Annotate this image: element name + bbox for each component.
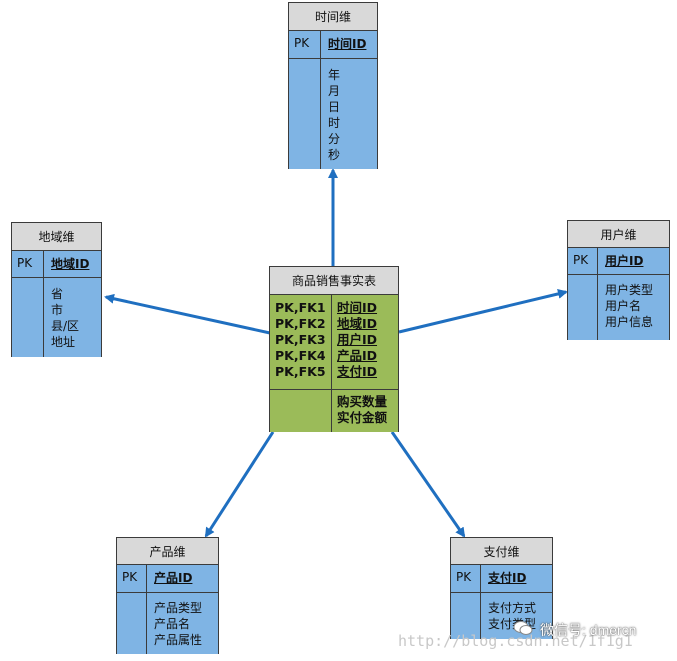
- product-attr: 产品属性: [154, 633, 203, 647]
- arrow-to-product-dim: [204, 431, 275, 538]
- fact-key-label: PK,FK4: [275, 348, 326, 363]
- region-attr: 市: [51, 303, 64, 317]
- fact-measure: 购买数量: [337, 394, 388, 409]
- fact-key-name: 地域ID: [337, 316, 378, 331]
- product-dimension-table: 产品维 PK 产品ID 产品类型 产品名 产品属性: [116, 537, 219, 654]
- fact-key-name: 用户ID: [337, 332, 378, 347]
- region-attr-row: 省 市 县/区 地址: [12, 278, 101, 357]
- user-pk-name: 用户ID: [605, 254, 644, 268]
- user-attr: 用户名: [605, 299, 642, 313]
- time-attr: 时: [328, 116, 341, 130]
- fact-key-label: PK,FK2: [275, 316, 326, 331]
- product-attr-row: 产品类型 产品名 产品属性: [117, 593, 218, 654]
- fact-measure-list: 购买数量 实付金额: [332, 390, 387, 432]
- user-pk-row: PK 用户ID: [568, 248, 669, 275]
- payment-attr-row: 支付方式 支付类型: [451, 593, 552, 639]
- payment-dimension-table: 支付维 PK 支付ID 支付方式 支付类型: [450, 537, 553, 639]
- time-attr: 月: [328, 84, 341, 98]
- user-attr: 用户类型: [605, 283, 654, 297]
- payment-attr: 支付方式: [488, 601, 537, 615]
- fact-measure: 实付金额: [337, 410, 388, 425]
- region-attr: 省: [51, 287, 64, 301]
- user-dimension-table: 用户维 PK 用户ID 用户类型 用户名 用户信息: [567, 220, 670, 340]
- region-pk-row: PK 地域ID: [12, 251, 101, 278]
- region-attr: 地址: [51, 335, 76, 349]
- user-attr-row: 用户类型 用户名 用户信息: [568, 275, 669, 340]
- fact-key-name: 时间ID: [337, 300, 378, 315]
- time-attr: 日: [328, 100, 341, 114]
- user-attr: 用户信息: [605, 315, 654, 329]
- region-pk-name: 地域ID: [51, 257, 90, 271]
- time-dimension-title: 时间维: [289, 3, 377, 31]
- fact-keys-row: PK,FK1 PK,FK2 PK,FK3 PK,FK4 PK,FK5 时间ID …: [270, 295, 398, 390]
- time-pk-label: PK: [289, 31, 321, 58]
- time-attr: 分: [328, 132, 341, 146]
- fact-key-label: PK,FK5: [275, 364, 326, 379]
- time-attr: 年: [328, 68, 341, 82]
- fact-key-label: PK,FK1: [275, 300, 326, 315]
- region-dimension-table: 地域维 PK 地域ID 省 市 县/区 地址: [11, 222, 102, 357]
- fact-key-name: 支付ID: [337, 364, 378, 379]
- blog-url-watermark: http://blog.csdn.net/1f1g1: [398, 632, 633, 650]
- user-attr-list: 用户类型 用户名 用户信息: [598, 275, 653, 340]
- time-dimension-table: 时间维 PK 时间ID 年 月 日 时 分 秒: [288, 2, 378, 169]
- sales-fact-table: 商品销售事实表 PK,FK1 PK,FK2 PK,FK3 PK,FK4 PK,F…: [269, 266, 399, 432]
- product-attr: 产品类型: [154, 601, 203, 615]
- arrow-to-region-dim: [104, 293, 271, 335]
- product-pk-name: 产品ID: [154, 571, 193, 585]
- wechat-icon: [513, 620, 533, 636]
- fact-key-names: 时间ID 地域ID 用户ID 产品ID 支付ID: [332, 295, 377, 389]
- user-pk-label: PK: [568, 248, 598, 274]
- arrow-to-user-dim: [398, 289, 568, 334]
- time-attr: 秒: [328, 148, 341, 162]
- payment-dimension-title: 支付维: [451, 538, 552, 565]
- wechat-watermark: 微信号: dmercn: [540, 622, 637, 638]
- product-pk-label: PK: [117, 565, 147, 592]
- product-attr-list: 产品类型 产品名 产品属性: [147, 593, 202, 654]
- fact-table-title: 商品销售事实表: [270, 267, 398, 295]
- region-dimension-title: 地域维: [12, 223, 101, 251]
- payment-pk-row: PK 支付ID: [451, 565, 552, 593]
- time-attr-row: 年 月 日 时 分 秒: [289, 59, 377, 169]
- arrow-to-payment-dim: [390, 431, 466, 538]
- product-dimension-title: 产品维: [117, 538, 218, 565]
- product-attr: 产品名: [154, 617, 191, 631]
- payment-pk-name: 支付ID: [488, 571, 527, 585]
- time-pk-name: 时间ID: [328, 37, 367, 51]
- region-attr: 县/区: [51, 319, 80, 333]
- time-pk-row: PK 时间ID: [289, 31, 377, 59]
- fact-key-label: PK,FK3: [275, 332, 326, 347]
- time-attr-list: 年 月 日 时 分 秒: [321, 59, 340, 169]
- fact-key-labels: PK,FK1 PK,FK2 PK,FK3 PK,FK4 PK,FK5: [270, 295, 332, 389]
- payment-pk-label: PK: [451, 565, 481, 592]
- region-attr-list: 省 市 县/区 地址: [44, 278, 79, 357]
- fact-measures-row: 购买数量 实付金额: [270, 390, 398, 432]
- product-pk-row: PK 产品ID: [117, 565, 218, 593]
- region-pk-label: PK: [12, 251, 44, 277]
- fact-key-name: 产品ID: [337, 348, 378, 363]
- user-dimension-title: 用户维: [568, 221, 669, 248]
